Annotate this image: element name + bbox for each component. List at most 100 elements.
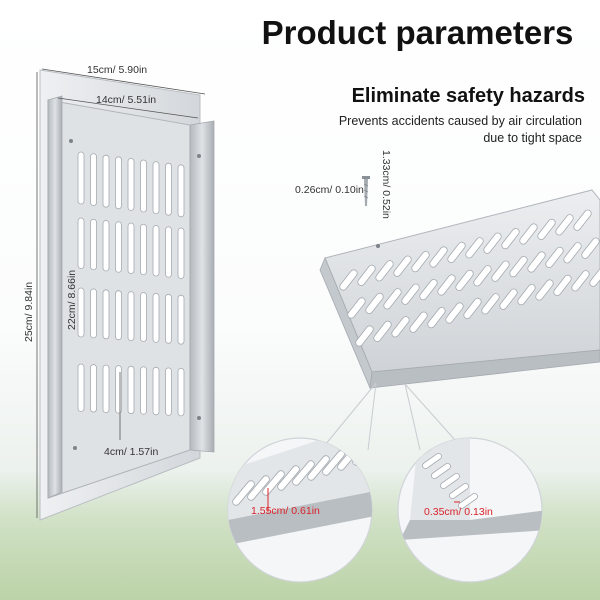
vent-slot xyxy=(553,274,572,296)
screw-icon xyxy=(362,176,370,206)
vent-slot xyxy=(90,218,97,271)
vent-slot xyxy=(401,283,420,305)
vent-plate-front xyxy=(39,69,215,521)
vent-slot xyxy=(463,297,482,319)
vent-slot xyxy=(375,260,394,282)
vent-slot xyxy=(177,367,185,417)
vent-slot xyxy=(165,226,172,278)
zoom-detail-thickness xyxy=(397,437,543,583)
vent-slot xyxy=(115,221,122,273)
vent-slot xyxy=(517,284,536,306)
zoom-detail-flange xyxy=(227,437,373,583)
vent-slot xyxy=(90,288,97,339)
vent-slot xyxy=(455,269,474,291)
vent-slots xyxy=(77,151,185,417)
vent-slot xyxy=(409,311,428,333)
vent-slot xyxy=(419,279,438,301)
vent-slot xyxy=(427,307,446,329)
vent-slot xyxy=(571,270,590,292)
vent-slot xyxy=(77,287,85,338)
vent-slot xyxy=(307,455,330,481)
vent-slot xyxy=(140,223,147,276)
flange-height-label: 1.55cm/ 0.61in xyxy=(251,505,320,517)
inner-height-label: 22cm/ 8.66in xyxy=(66,269,78,330)
vent-slot xyxy=(347,297,366,319)
vent-slot xyxy=(102,289,110,340)
vent-slot xyxy=(357,264,376,286)
vent-slot xyxy=(127,157,135,211)
vent-slots-perspective xyxy=(339,209,600,347)
vent-slot xyxy=(491,260,510,282)
outer-height-label: 25cm/ 9.84in xyxy=(23,281,35,342)
vent-slot xyxy=(581,237,600,259)
vent-slot xyxy=(393,255,412,277)
vent-slot xyxy=(373,320,392,342)
vent-slot xyxy=(102,154,110,208)
vent-slot xyxy=(115,365,122,414)
vent-slot xyxy=(537,218,556,240)
vent-slot xyxy=(177,294,185,345)
vent-slot xyxy=(232,480,255,506)
feature-description-line1: Prevents accidents caused by air circula… xyxy=(338,114,582,128)
vent-slot xyxy=(247,475,270,501)
vent-slot xyxy=(177,164,185,218)
vent-slot xyxy=(431,463,451,479)
slot-length-label: 4cm/ 1.57in xyxy=(104,446,159,458)
vent-slot xyxy=(411,251,430,273)
vent-slot xyxy=(77,363,85,412)
vent-slot xyxy=(165,162,172,216)
screw-diameter-label: 0.26cm/ 0.10in xyxy=(295,184,364,196)
feature-description-line2: due to tight space xyxy=(483,131,582,145)
vent-slot xyxy=(90,153,97,207)
vent-slot xyxy=(440,473,460,489)
vent-slot xyxy=(165,293,172,344)
vent-slot xyxy=(127,365,135,415)
vent-slot xyxy=(563,242,582,264)
vent-slot xyxy=(481,293,500,315)
vent-slot xyxy=(483,232,502,254)
vent-slot xyxy=(277,465,300,491)
inner-width-label: 14cm/ 5.51in xyxy=(96,94,157,106)
screw-length-label: 1.33cm/ 0.52in xyxy=(380,150,392,219)
vent-slot xyxy=(90,364,97,413)
vent-slot xyxy=(589,265,600,287)
feature-heading: Eliminate safety hazards xyxy=(351,85,585,107)
vent-slot xyxy=(573,209,592,231)
vent-slot xyxy=(152,161,160,215)
vent-slot xyxy=(77,217,85,269)
outer-width-label: 15cm/ 5.90in xyxy=(87,64,148,76)
vent-slot xyxy=(509,256,528,278)
vent-slot xyxy=(437,274,456,296)
vent-slot xyxy=(447,241,466,263)
vent-slot xyxy=(177,227,185,279)
vent-slot xyxy=(102,220,110,272)
vent-slot xyxy=(458,493,478,509)
vent-slot xyxy=(473,265,492,287)
vent-slot xyxy=(140,366,147,415)
vent-slot xyxy=(115,290,122,341)
vent-slot xyxy=(501,228,520,250)
vent-slot xyxy=(449,483,469,499)
vent-slot xyxy=(445,302,464,324)
vent-slot xyxy=(140,292,147,342)
vent-slot xyxy=(391,316,410,338)
vent-slot xyxy=(292,460,315,486)
vent-slot xyxy=(152,366,160,416)
page-title: Product parameters xyxy=(261,14,574,51)
sheet-thickness-label: 0.35cm/ 0.13in xyxy=(424,506,493,518)
vent-slot xyxy=(422,453,442,469)
vent-slot xyxy=(152,225,160,277)
vent-slot xyxy=(555,214,574,236)
vent-slot xyxy=(429,246,448,268)
vent-slot xyxy=(545,246,564,268)
dimension-lines xyxy=(36,68,206,518)
vent-plate-perspective xyxy=(319,189,600,390)
vent-slot xyxy=(127,222,135,274)
vent-slot xyxy=(77,151,85,205)
vent-slot xyxy=(152,292,160,343)
vent-slot xyxy=(365,292,384,314)
vent-slot xyxy=(355,325,374,347)
vent-slot xyxy=(127,291,135,342)
